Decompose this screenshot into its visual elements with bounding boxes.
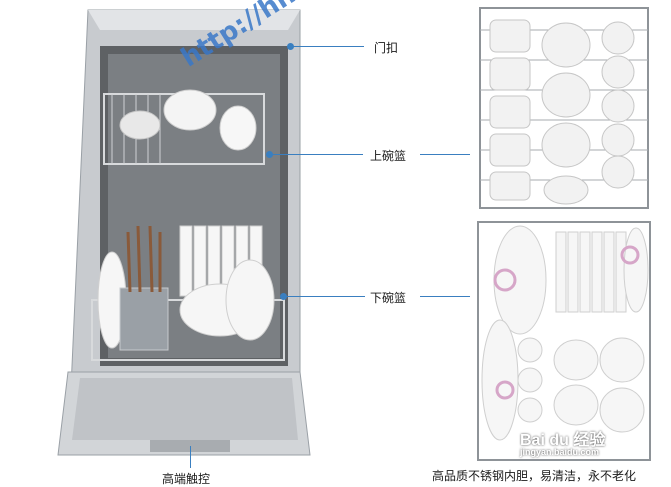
brand-watermark: Bai du 经验 — [520, 432, 606, 449]
upper-basket-marker — [266, 151, 273, 158]
door-lock-line — [292, 46, 364, 47]
upper-basket-label: 上碗篮 — [370, 149, 407, 163]
lower-basket-marker — [280, 293, 287, 300]
control-panel-label: 高端触控 — [162, 472, 211, 486]
brand-domain: jingyan.baidu.com — [520, 447, 600, 457]
lower-basket-label: 下碗篮 — [370, 291, 407, 305]
lower-basket-line — [285, 296, 365, 297]
caption-text: 高品质不锈钢内胆，易清洁，永不老化 — [432, 469, 637, 483]
lower-basket-line-right — [420, 296, 470, 297]
control-panel-line — [190, 446, 191, 468]
upper-basket-line-right — [420, 154, 470, 155]
door-lock-marker — [287, 43, 294, 50]
upper-basket-line — [271, 154, 363, 155]
door-lock-label: 门扣 — [374, 41, 399, 55]
